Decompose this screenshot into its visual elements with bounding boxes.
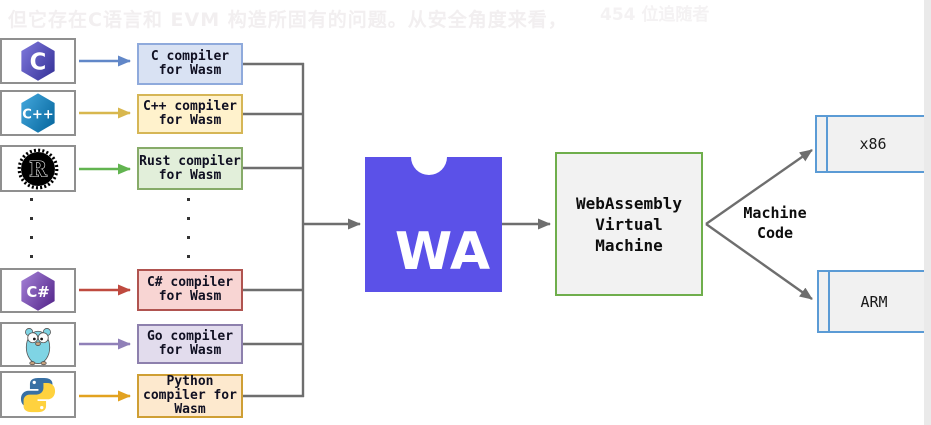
- c-logo-letter: C: [30, 49, 47, 75]
- source-box-python: [0, 371, 76, 418]
- target-box-x86: x86: [815, 115, 931, 173]
- source-box-rust: R: [0, 145, 76, 192]
- csharp-logo-icon: C#: [21, 270, 55, 311]
- rust-logo-icon: R: [17, 148, 59, 189]
- wasm-logo-text: WA: [394, 222, 491, 282]
- ellipsis-compilers: [187, 198, 190, 258]
- machine-code-label: Machine Code: [743, 204, 807, 242]
- webassembly-logo: WA: [365, 157, 502, 292]
- ellipsis-sources: [30, 198, 33, 258]
- target-box-arm: ARM: [817, 270, 931, 333]
- watermark-text: 但它存在C语言和 EVM 构造所固有的问题。从安全角度来看，: [8, 9, 568, 31]
- c-logo-icon: C: [21, 41, 55, 81]
- csharp-logo-letters: C#: [26, 283, 49, 301]
- rust-logo-letter: R: [29, 156, 47, 181]
- cpp-logo-icon: C++: [21, 93, 55, 133]
- python-logo-icon: [20, 377, 56, 412]
- source-box-c: C: [0, 38, 76, 84]
- compiler-box-rust: Rust compiler for Wasm: [137, 147, 243, 190]
- compiler-box-c: C compiler for Wasm: [137, 43, 243, 85]
- compiler-box-python: Python compiler for Wasm: [137, 374, 243, 418]
- source-box-cpp: C++: [0, 90, 76, 136]
- source-box-csharp: C#: [0, 268, 76, 313]
- wasm-vm-box: WebAssembly Virtual Machine: [555, 152, 703, 296]
- source-box-go: [0, 322, 76, 367]
- compiler-box-go: Go compiler for Wasm: [137, 324, 243, 364]
- wasm-logo-notch: [411, 157, 447, 175]
- page-edge-strip: [924, 0, 931, 425]
- compiler-box-cpp: C++ compiler for Wasm: [137, 94, 243, 134]
- cpp-logo-letters: C++: [22, 107, 54, 122]
- followers-count-text: 454 位追随者: [600, 5, 710, 25]
- compiler-box-csharp: C# compiler for Wasm: [137, 269, 243, 311]
- go-gopher-icon: [25, 327, 51, 365]
